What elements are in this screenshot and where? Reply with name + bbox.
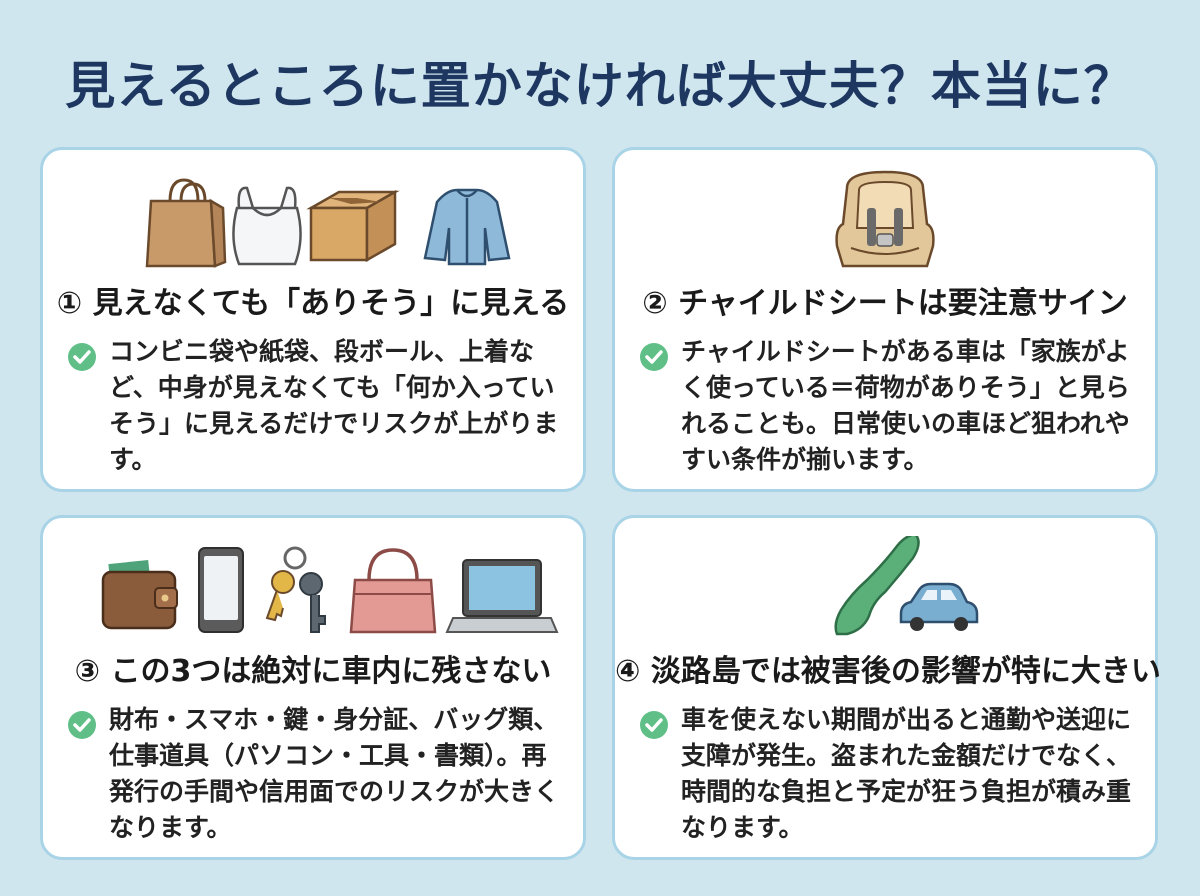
card3-text: 財布・スマホ・鍵・身分証、バッグ類、仕事道具（パソコン・工具・書類）。再発行の手… [109,705,560,842]
card4-illustration [834,536,979,636]
card1-illustration [145,178,511,268]
keys-icon [265,546,326,633]
card-visible-items: ① 見えなくても「ありそう」に見える コンビニ袋や紙袋、段ボール、上着など、中身… [40,147,586,492]
card-never-leave: ③ この3つは絶対に車内に残さない 財布・スマホ・鍵・身分証、バッグ類、仕事道具… [40,515,586,860]
wallet-icon [101,559,178,630]
card-child-seat: ② チャイルドシートは要注意サイン チャイルドシートがある車は「家族がよく使って… [612,147,1158,492]
card3-illustration [101,546,559,634]
check-icon [68,343,96,371]
card4-heading: ④ 淡路島では被害後の影響が特に大きい [615,654,1161,689]
check-icon [68,711,96,739]
car-icon [899,582,979,631]
handbag-icon [349,548,437,634]
card3-heading: ③ この3つは絶対に車内に残さない [74,654,552,689]
check-icon [640,711,668,739]
plastic-bag-icon [232,186,302,266]
card-awaji-impact: ④ 淡路島では被害後の影響が特に大きい 車を使えない期間が出ると通勤や送迎に支障… [612,515,1161,860]
card1-text: コンビニ袋や紙袋、段ボール、上着など、中身が見えなくても「何か入っていそう」に見… [109,337,559,474]
cardboard-box-icon [306,189,400,263]
jacket-icon [423,188,511,266]
card2-text: チャイルドシートがある車は「家族がよく使っている＝荷物がありそう」と見られること… [681,337,1130,474]
laptop-icon [445,559,559,633]
child-seat-icon [835,170,935,268]
card2-heading: ② チャイルドシートは要注意サイン [642,286,1128,321]
smartphone-icon [198,547,244,633]
check-icon [640,343,668,371]
awaji-island-map-icon [834,536,920,636]
card1-heading: ① 見えなくても「ありそう」に見える [56,286,570,321]
page-title: 見えるところに置かなければ大丈夫？本当に？ [65,57,1135,115]
paper-bag-icon [145,178,227,268]
card4-text: 車を使えない期間が出ると通勤や送迎に支障が発生。盗まれた金額だけでなく、時間的な… [681,705,1132,842]
card2-illustration [835,170,935,268]
